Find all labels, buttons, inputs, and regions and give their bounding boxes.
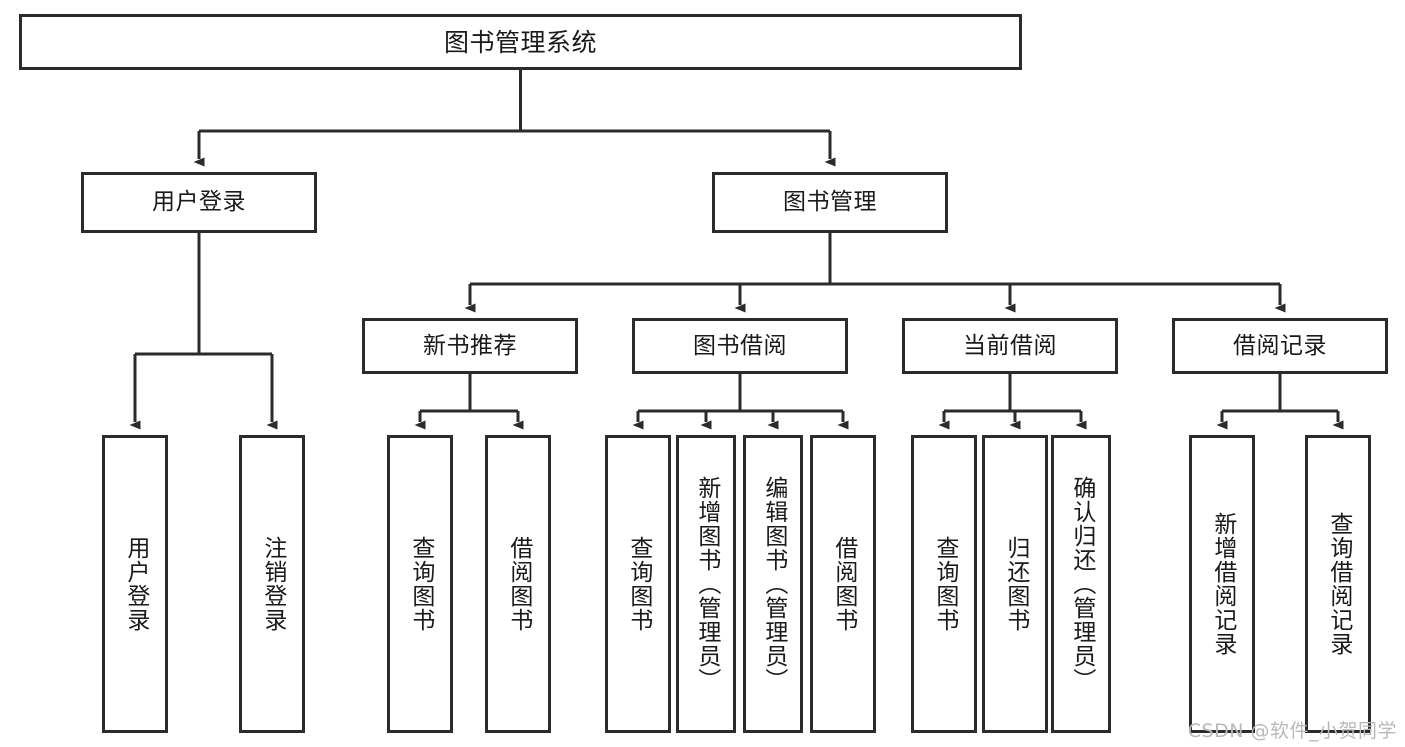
node-label: 新增借阅记录 bbox=[1209, 512, 1236, 656]
node-leaf-6[interactable]: 新增图书（管理员） bbox=[676, 435, 736, 733]
node-label: 借阅记录 bbox=[1233, 332, 1327, 359]
node-label: 确认归还（管理员） bbox=[1068, 476, 1095, 692]
node-label: 用户登录 bbox=[152, 189, 246, 216]
node-leaf-13[interactable]: 查询借阅记录 bbox=[1305, 435, 1371, 733]
node-leaf-7[interactable]: 编辑图书（管理员） bbox=[743, 435, 803, 733]
node-root[interactable]: 图书管理系统 bbox=[19, 14, 1022, 70]
node-label: 注销登录 bbox=[259, 536, 286, 632]
node-label: 新增图书（管理员） bbox=[693, 476, 720, 692]
node-records[interactable]: 借阅记录 bbox=[1172, 318, 1388, 374]
node-label: 图书管理 bbox=[783, 189, 877, 216]
node-label: 当前借阅 bbox=[963, 332, 1057, 359]
node-current[interactable]: 当前借阅 bbox=[902, 318, 1118, 374]
node-newbook[interactable]: 新书推荐 bbox=[362, 318, 578, 374]
node-label: 编辑图书（管理员） bbox=[760, 476, 787, 692]
node-leaf-8[interactable]: 借阅图书 bbox=[810, 435, 876, 733]
node-label: 查询图书 bbox=[407, 536, 434, 632]
node-label: 图书管理系统 bbox=[443, 27, 597, 57]
node-leaf-3[interactable]: 查询图书 bbox=[387, 435, 453, 733]
node-label: 借阅图书 bbox=[830, 536, 857, 632]
node-leaf-1[interactable]: 用户登录 bbox=[102, 435, 168, 733]
node-leaf-4[interactable]: 借阅图书 bbox=[485, 435, 551, 733]
node-label: 查询借阅记录 bbox=[1325, 512, 1352, 656]
node-leaf-2[interactable]: 注销登录 bbox=[239, 435, 305, 733]
node-leaf-12[interactable]: 新增借阅记录 bbox=[1189, 435, 1255, 733]
node-leaf-9[interactable]: 查询图书 bbox=[911, 435, 977, 733]
node-leaf-5[interactable]: 查询图书 bbox=[605, 435, 671, 733]
node-label: 借阅图书 bbox=[505, 536, 532, 632]
node-label: 查询图书 bbox=[931, 536, 958, 632]
node-leaf-11[interactable]: 确认归还（管理员） bbox=[1051, 435, 1111, 733]
node-label: 新书推荐 bbox=[423, 332, 517, 359]
node-bookmgr[interactable]: 图书管理 bbox=[712, 172, 948, 233]
node-label: 图书借阅 bbox=[693, 332, 787, 359]
node-label: 归还图书 bbox=[1002, 536, 1029, 632]
csdn-watermark: CSDN @软件_小贺同学 bbox=[1187, 720, 1397, 742]
node-login[interactable]: 用户登录 bbox=[81, 172, 317, 233]
node-leaf-10[interactable]: 归还图书 bbox=[982, 435, 1048, 733]
node-label: 查询图书 bbox=[625, 536, 652, 632]
node-borrow[interactable]: 图书借阅 bbox=[632, 318, 848, 374]
node-label: 用户登录 bbox=[122, 536, 149, 632]
